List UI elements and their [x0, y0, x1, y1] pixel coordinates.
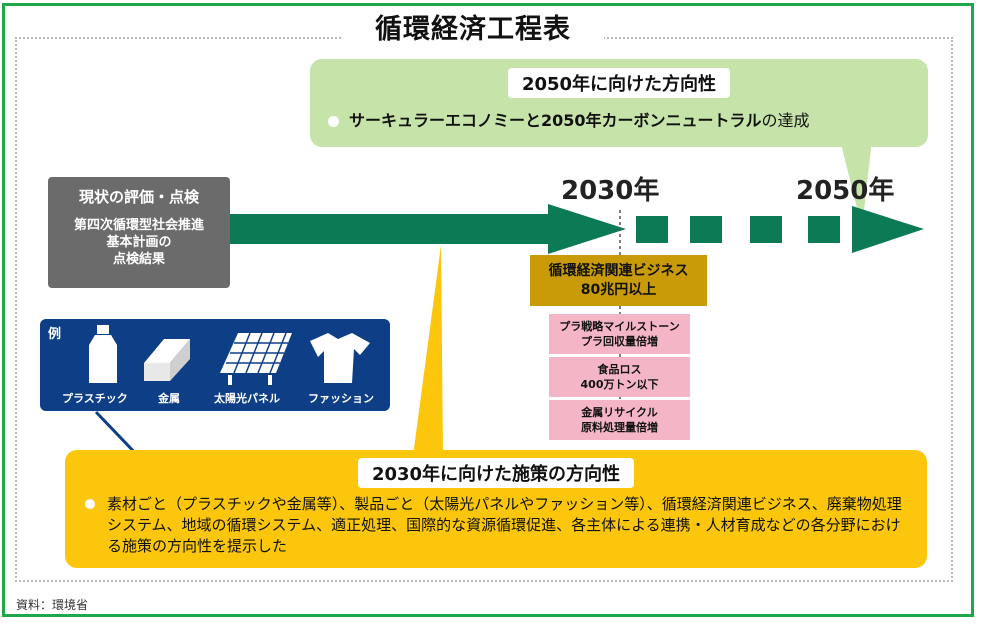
policy-2030-bubble: 2030年に向けた施策の方向性 素材ごと（プラスチックや金属等）、製品ごと（太陽…: [65, 450, 927, 568]
dash-segment: [690, 216, 722, 243]
examples-icons: [89, 325, 370, 385]
bullet-dot: [328, 116, 339, 127]
milestone-line2: プラ回収量倍増: [581, 335, 658, 348]
policy-2030-text: 素材ごと（プラスチックや金属等）、製品ごと（太陽光パネルやファッション等）、循環…: [107, 495, 902, 555]
main-arrow-head: [548, 204, 626, 254]
milestone-box: プラ戦略マイルストーン プラ回収量倍増: [549, 314, 690, 354]
milestone-line1: 食品ロス: [597, 363, 642, 376]
current-status-line: 点検結果: [112, 252, 165, 267]
dash-segment: [636, 216, 668, 243]
policy-2030-bullet: 素材ごと（プラスチックや金属等）、製品ごと（太陽光パネルやファッション等）、循環…: [85, 494, 915, 557]
solar-panel-icon: [220, 332, 292, 385]
business-target-line2: 80兆円以上: [580, 282, 657, 298]
milestone-box: 食品ロス 400万トン以下: [549, 357, 690, 397]
examples-box: 例: [40, 319, 390, 411]
current-status-line: 第四次循環型社会推進: [73, 218, 204, 233]
bottle-icon: [89, 325, 117, 383]
metal-ingot-icon: [144, 339, 190, 381]
goal-2050-heading: 2050年に向けた方向性: [507, 68, 731, 98]
example-item: プラスチック: [62, 392, 128, 405]
source-note: 資料：環境省: [16, 598, 89, 612]
green-bubble-tail: [840, 140, 872, 228]
example-item: 太陽光パネル: [214, 392, 280, 405]
page-title: 循環経済工程表: [342, 10, 604, 50]
bullet-dot: [85, 499, 95, 509]
business-target-line1: 循環経済関連ビジネス: [548, 263, 689, 279]
example-item: ファッション: [308, 392, 374, 405]
goal-2050-bubble: 2050年に向けた方向性 サーキュラーエコノミーと2050年カーボンニュートラル…: [310, 59, 928, 147]
current-status-heading: 現状の評価・点検: [78, 188, 199, 206]
goal-2050-bold: サーキュラーエコノミーと2050年カーボンニュートラル: [349, 111, 762, 130]
example-item: 金属: [158, 392, 180, 405]
dash-segment: [750, 216, 782, 243]
policy-2030-heading: 2030年に向けた施策の方向性: [357, 458, 635, 488]
milestone-line2: 400万トン以下: [580, 378, 659, 391]
current-status-box: 現状の評価・点検 第四次循環型社会推進 基本計画の 点検結果: [48, 177, 230, 288]
milestone-line2: 原料処理量倍増: [581, 421, 658, 434]
year-2030-label: 2030年: [561, 176, 660, 206]
milestone-line1: プラ戦略マイルストーン: [559, 320, 680, 333]
yellow-bubble-pointer: [413, 245, 443, 456]
future-arrow-head: [852, 206, 924, 253]
milestone-box: 金属リサイクル 原料処理量倍増: [549, 400, 690, 440]
current-status-line: 基本計画の: [106, 235, 172, 250]
business-target-box: 循環経済関連ビジネス 80兆円以上: [530, 255, 707, 306]
goal-2050-bullet: サーキュラーエコノミーと2050年カーボンニュートラルの達成: [328, 107, 810, 131]
milestone-line1: 金属リサイクル: [581, 406, 658, 419]
dash-segment: [808, 216, 840, 243]
goal-2050-rest: の達成: [761, 111, 810, 130]
tshirt-icon: [310, 333, 370, 383]
outer-frame: [2, 3, 974, 617]
current-status-body: 第四次循環型社会推進 基本計画の 点検結果: [48, 217, 230, 268]
main-arrow-shaft: [230, 214, 560, 244]
year-2050-label: 2050年: [796, 176, 895, 206]
examples-label: 例: [48, 327, 62, 342]
